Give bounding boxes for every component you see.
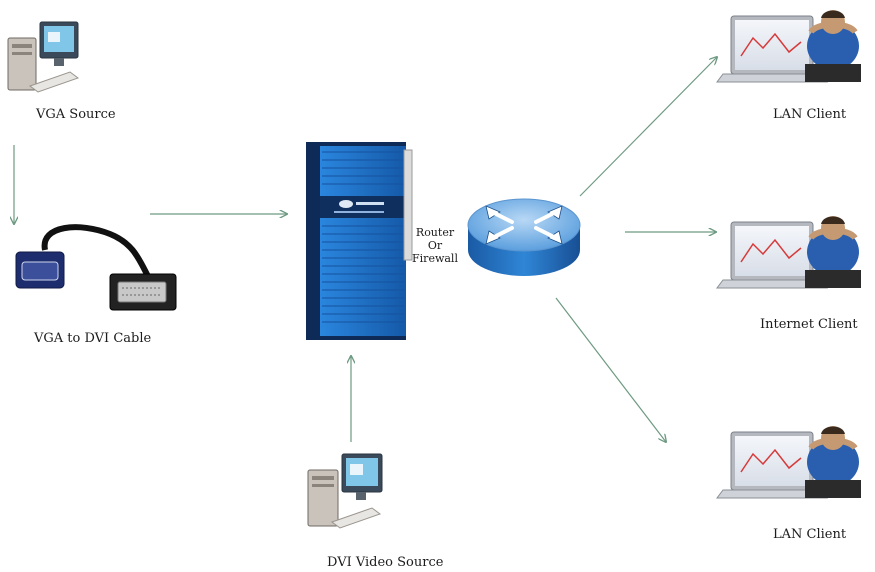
vga-to-dvi-cable-icon [15, 224, 177, 311]
lan-client-top-laptop-icon [716, 10, 861, 83]
dvi-video-source-pc-icon [307, 453, 383, 529]
lan-client-top-label: LAN Client [773, 107, 847, 122]
vga-to-dvi-cable-label: VGA to DVI Cable [34, 331, 152, 346]
router-label-line1: Router [415, 226, 455, 239]
router-label-line2: Or [427, 239, 443, 252]
lan-client-bottom-laptop-icon [716, 426, 861, 499]
router-icon [467, 198, 581, 276]
dvi-video-source-label: DVI Video Source [327, 555, 444, 570]
lan-client-bottom-label: LAN Client [773, 527, 847, 542]
vga-source-label: VGA Source [36, 107, 116, 122]
router-label: Router Or Firewall [410, 226, 460, 265]
router-label-line3: Firewall [412, 252, 458, 265]
video-encoder-device [306, 142, 413, 340]
arrow-router-to-lan-top [579, 57, 717, 197]
vga-source-pc-icon [7, 21, 80, 93]
connector-arrows [14, 57, 717, 442]
arrow-router-to-lan-bottom [555, 297, 666, 442]
internet-client-laptop-icon [716, 216, 861, 289]
internet-client-label: Internet Client [760, 317, 858, 332]
